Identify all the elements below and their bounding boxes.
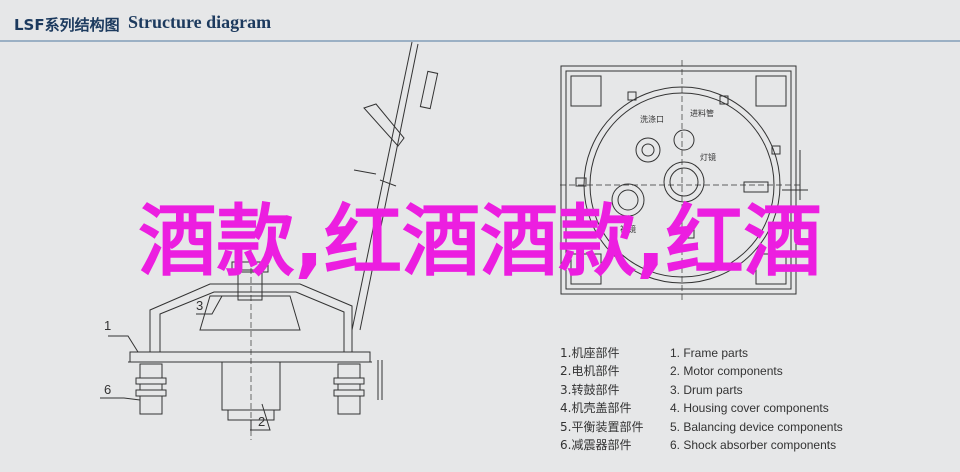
header: LSF系列结构图 Structure diagram (0, 0, 960, 44)
feed-port-circle (635, 137, 661, 163)
sight-mirror-circle (611, 183, 645, 217)
legend-item-cn: 6.减震器部件 (560, 437, 632, 452)
legend-item-cn: 3.转鼓部件 (560, 382, 620, 397)
feed-port-label: 洗涤口 (640, 114, 664, 124)
lamp-mirror-label: 灯镜 (700, 152, 716, 162)
shock-absorber-left (135, 363, 167, 415)
side-view (128, 41, 439, 440)
legend-item-cn: 5.平衡装置部件 (560, 419, 644, 434)
lamp-mirror-circle (663, 161, 705, 203)
legend-item-cn: 2.电机部件 (560, 364, 620, 379)
legend-item-en: 2. Motor components (670, 364, 783, 379)
callout-6-leader (100, 397, 141, 401)
legend-item-en: 5. Balancing device components (670, 419, 843, 434)
lifting-arm (351, 41, 439, 331)
legend-cn-column: 1.机座部件 2.电机部件 3.转鼓部件 4.机壳盖部件 5.平衡装置部件 6.… (560, 344, 643, 454)
legend-item-en: 6. Shock absorber components (670, 437, 837, 452)
title-cn: LSF系列结构图 (14, 16, 120, 34)
top-view-frame (560, 65, 797, 295)
frame-base (129, 351, 371, 363)
legend-item-en: 4. Housing cover components (670, 401, 829, 416)
drum (199, 295, 301, 331)
legend-en-column: 1. Frame parts 2. Motor components 3. Dr… (670, 344, 843, 454)
callout-3: 3 (196, 298, 203, 313)
header-rule (0, 40, 960, 42)
callout-2-leader (250, 403, 271, 431)
inlet-pipe-label: 进料管 (690, 108, 714, 118)
legend-item-cn: 1.机座部件 (560, 346, 620, 360)
callout-3-leader (196, 295, 223, 315)
shock-absorber-right (333, 360, 383, 415)
callout-1-leader (108, 335, 139, 353)
sight-mirror-label: 视镜 (620, 224, 636, 234)
legend-item-cn: 4.机壳盖部件 (560, 401, 632, 416)
legend-item-en: 3. Drum parts (670, 382, 743, 397)
title-en: Structure diagram (128, 12, 272, 32)
housing-cover (149, 283, 353, 352)
legend-item-en: 1. Frame parts (670, 346, 749, 360)
top-view (560, 60, 808, 300)
inlet-pipe-circle (673, 129, 695, 151)
callout-6: 6 (104, 382, 111, 397)
callout-2: 2 (258, 414, 265, 429)
callout-1: 1 (104, 318, 111, 333)
